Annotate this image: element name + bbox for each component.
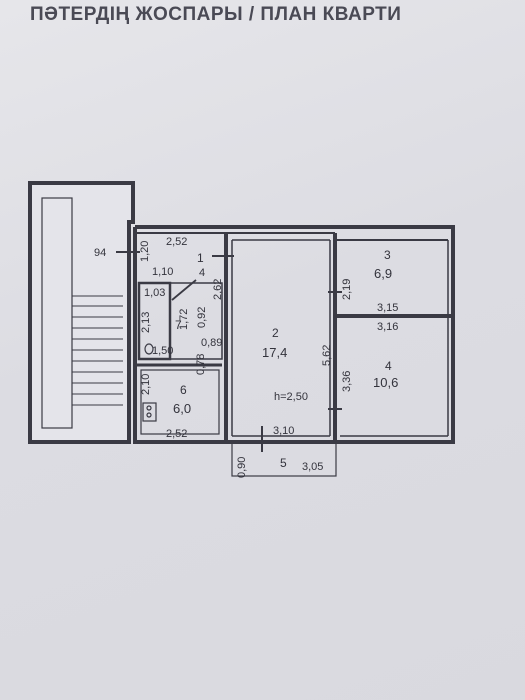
dim-1-20: 1,20 <box>139 241 151 262</box>
room-number-4: 4 <box>385 359 392 373</box>
room-number-3: 3 <box>384 248 391 262</box>
marker-label: 94 <box>94 247 106 259</box>
fixtures <box>116 251 342 452</box>
room-number-7: 7 <box>175 318 182 332</box>
dim-2-62: 2,62 <box>212 279 224 300</box>
dim-2-19: 2,19 <box>341 279 353 300</box>
dim-3-05: 3,05 <box>302 461 323 473</box>
dim-5-62: 5,62 <box>321 345 333 366</box>
dim-3-36: 3,36 <box>341 371 353 392</box>
toilet-icon <box>144 343 154 355</box>
dim-0-92: 0,92 <box>196 307 208 328</box>
dim-2-52-bottom: 2,52 <box>166 428 187 440</box>
room-area-6: 6,0 <box>173 401 191 416</box>
interior-walls <box>135 232 453 477</box>
dim-0-89: 0,89 <box>201 337 222 349</box>
stove-icon <box>142 402 157 422</box>
dim-0-78: 0,78 <box>195 354 207 375</box>
room-number-6: 6 <box>180 383 187 397</box>
apartment-outline <box>133 225 455 444</box>
dim-1-10: 1,10 <box>152 266 173 278</box>
dim-0-90: 0,90 <box>236 457 248 478</box>
room-number-2: 2 <box>272 326 279 340</box>
dim-1-50: 1,50 <box>152 345 173 357</box>
dim-4: 4 <box>199 267 205 279</box>
room-area-3: 6,9 <box>374 266 392 281</box>
dim-2-52-top: 2,52 <box>166 236 187 248</box>
plan-title: ПӘТЕРДІҢ ЖОСПАРЫ / ПЛАН КВАРТИ <box>30 4 402 25</box>
room-area-4: 10,6 <box>373 375 398 390</box>
dim-2-10: 2,10 <box>140 374 152 395</box>
room-number-5: 5 <box>280 456 287 470</box>
dim-3-10: 3,10 <box>273 425 294 437</box>
staircase <box>28 181 135 444</box>
ceiling-height: h=2,50 <box>274 391 308 403</box>
dim-1-03: 1,03 <box>144 287 165 299</box>
room-number-1: 1 <box>197 251 204 265</box>
dim-1-72: 1,72 <box>178 309 190 330</box>
room-area-2: 17,4 <box>262 345 287 360</box>
dim-3-16: 3,16 <box>377 321 398 333</box>
dim-3-15: 3,15 <box>377 302 398 314</box>
dim-2-13: 2,13 <box>140 312 152 333</box>
